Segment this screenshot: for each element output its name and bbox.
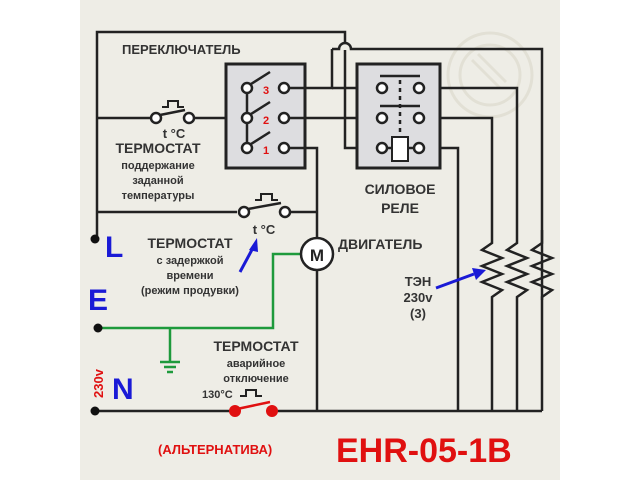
thermostat-main-symbol: t °C — [163, 126, 186, 141]
relay-label-line1: СИЛОВОЕ — [365, 181, 436, 197]
thermostat-delay-desc-2: времени — [166, 270, 213, 282]
selector-switch[interactable]: 3 2 1 — [224, 62, 307, 170]
terminal-dots — [90, 234, 103, 416]
relay-label-line2: РЕЛЕ — [381, 200, 419, 216]
switch-position-1: 1 — [263, 145, 269, 157]
thermostat-emergency-contact[interactable] — [229, 389, 278, 417]
terminal-E: E — [88, 284, 108, 317]
heater-label-line1: ТЭН — [405, 274, 432, 289]
model-title: EHR-05-1B — [336, 432, 512, 470]
thermostat-emergency-desc-2: отключение — [223, 373, 288, 385]
thermostat-main-desc-1: поддержание — [121, 160, 194, 172]
power-relay[interactable] — [355, 62, 442, 170]
thermostat-main-contact[interactable] — [149, 100, 196, 125]
heater-label-line2: 230v — [404, 290, 434, 305]
thermostat-main-desc-2: заданной — [132, 175, 183, 187]
switch-position-2: 2 — [263, 115, 269, 127]
voltage-label: 230v — [91, 368, 106, 398]
thermostat-emergency-desc-1: аварийное — [227, 358, 286, 370]
heater-elements[interactable] — [478, 230, 556, 300]
thermostat-emergency-title: ТЕРМОСТАТ — [214, 338, 299, 354]
thermostat-main-title: ТЕРМОСТАТ — [116, 140, 201, 156]
motor-label: ДВИГАТЕЛЬ — [338, 236, 422, 252]
terminal-L: L — [105, 231, 123, 264]
motor[interactable]: M — [299, 236, 335, 272]
ground-wire — [98, 252, 301, 374]
thermostat-emergency-temp: 130°C — [202, 389, 233, 401]
thermostat-main-desc-3: температуры — [122, 190, 195, 202]
thermostat-delay-desc-1: с задержкой — [157, 255, 224, 267]
thermostat-delay-contact[interactable] — [237, 193, 292, 219]
heater-label-line3: (3) — [410, 306, 426, 321]
heater-arrow-icon — [435, 268, 486, 290]
thermostat-delay-desc-3: (режим продувки) — [141, 285, 239, 297]
arrow-icon — [238, 238, 258, 273]
terminal-N: N — [112, 373, 134, 406]
switch-position-3: 3 — [263, 85, 269, 97]
thermostat-delay-symbol: t °C — [253, 222, 276, 237]
switch-label: ПЕРЕКЛЮЧАТЕЛЬ — [122, 42, 241, 57]
thermostat-delay-title: ТЕРМОСТАТ — [148, 235, 233, 251]
motor-symbol: M — [310, 246, 324, 265]
subtitle: (АЛЬТЕРНАТИВА) — [158, 442, 272, 457]
